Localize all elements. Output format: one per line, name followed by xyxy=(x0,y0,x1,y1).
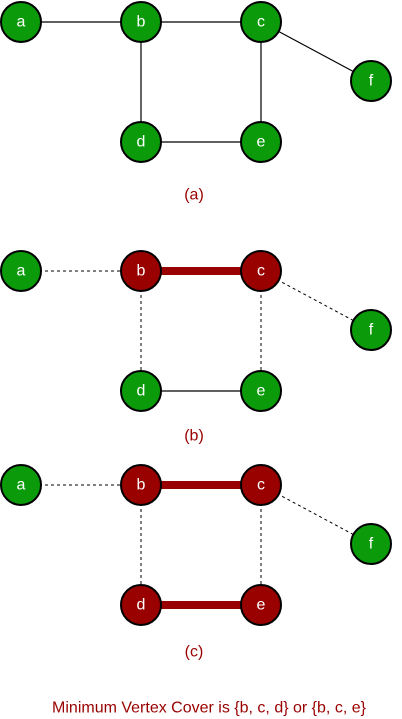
conclusion-text: Minimum Vertex Cover is {b, c, d} or {b,… xyxy=(52,700,367,717)
node-circle xyxy=(240,121,282,163)
node-b: b xyxy=(120,1,162,43)
node-circle xyxy=(240,584,282,626)
node-e: e xyxy=(240,121,282,163)
node-circle xyxy=(240,1,282,43)
node-label: d xyxy=(137,383,146,400)
node-circle xyxy=(120,250,162,292)
node-d: d xyxy=(120,121,162,163)
node-circle xyxy=(120,1,162,43)
node-e: e xyxy=(240,584,282,626)
node-circle xyxy=(240,250,282,292)
node-label: e xyxy=(257,383,266,400)
node-label: f xyxy=(369,536,374,553)
node-circle xyxy=(0,1,42,43)
node-d: d xyxy=(120,584,162,626)
node-circle xyxy=(350,60,392,102)
panel-caption: (b) xyxy=(184,428,204,445)
node-label: f xyxy=(369,322,374,339)
node-label: e xyxy=(257,134,266,151)
node-c: c xyxy=(240,1,282,43)
node-label: b xyxy=(137,477,146,494)
node-circle xyxy=(240,370,282,412)
graph-panel-c: a b c d e f (c) xyxy=(0,464,392,661)
node-b: b xyxy=(120,250,162,292)
node-label: c xyxy=(257,263,265,280)
node-label: f xyxy=(369,73,374,90)
node-circle xyxy=(120,370,162,412)
node-f: f xyxy=(350,523,392,565)
node-b: b xyxy=(120,464,162,506)
node-label: d xyxy=(137,597,146,614)
node-label: a xyxy=(17,14,26,31)
node-circle xyxy=(350,523,392,565)
node-a: a xyxy=(0,464,42,506)
node-c: c xyxy=(240,464,282,506)
node-circle xyxy=(240,464,282,506)
node-circle xyxy=(120,121,162,163)
panel-caption: (a) xyxy=(184,187,204,204)
node-a: a xyxy=(0,250,42,292)
node-label: b xyxy=(137,14,146,31)
node-label: e xyxy=(257,597,266,614)
node-label: d xyxy=(137,134,146,151)
node-label: a xyxy=(17,263,26,280)
panel-caption: (c) xyxy=(185,644,204,661)
node-label: c xyxy=(257,477,265,494)
node-circle xyxy=(120,584,162,626)
node-f: f xyxy=(350,309,392,351)
node-label: c xyxy=(257,14,265,31)
graph-panel-a: a b c d e f (a) xyxy=(0,1,392,204)
node-label: a xyxy=(17,477,26,494)
node-c: c xyxy=(240,250,282,292)
node-circle xyxy=(120,464,162,506)
node-d: d xyxy=(120,370,162,412)
node-f: f xyxy=(350,60,392,102)
graph-panel-b: a b c d e f (b) xyxy=(0,250,392,445)
node-a: a xyxy=(0,1,42,43)
node-circle xyxy=(0,464,42,506)
node-e: e xyxy=(240,370,282,412)
node-circle xyxy=(350,309,392,351)
node-circle xyxy=(0,250,42,292)
node-label: b xyxy=(137,263,146,280)
